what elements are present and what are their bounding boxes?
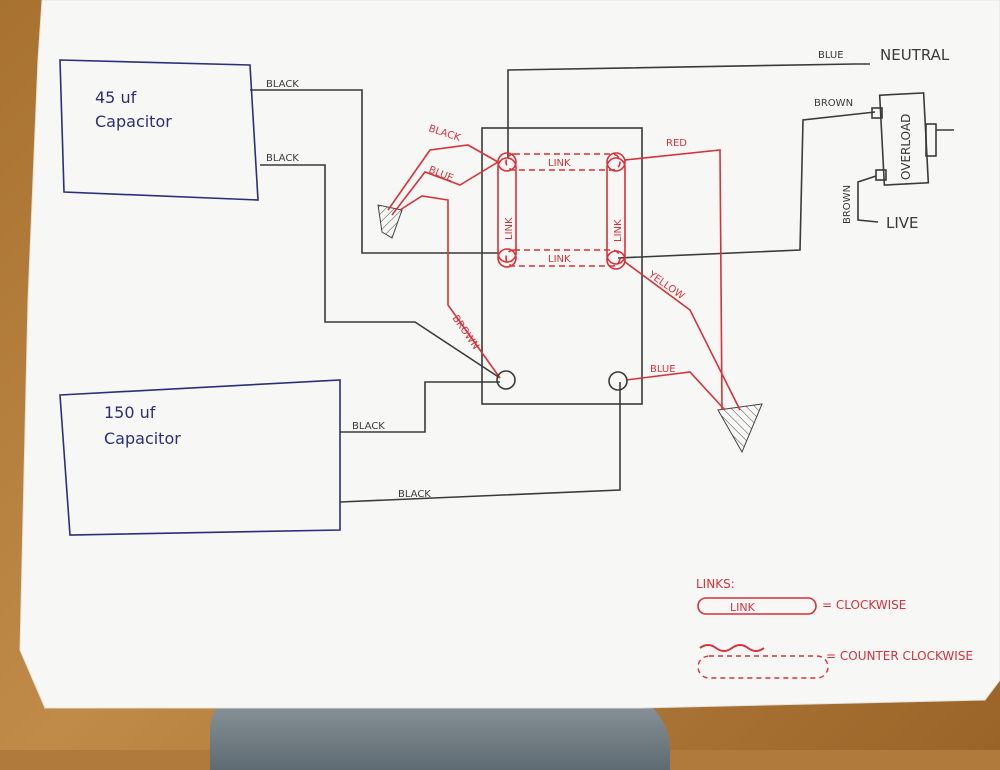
wire-red-brown bbox=[399, 195, 501, 379]
label-black-3: BLACK bbox=[352, 421, 385, 432]
wiring-diagram: 45 uf Capacitor 150 uf Capacitor BLACK B… bbox=[19, 0, 1000, 709]
terminal-bottom-left bbox=[496, 370, 516, 390]
wire-neutral bbox=[507, 63, 870, 158]
label-overload: OVERLOAD bbox=[899, 114, 913, 180]
label-live: LIVE bbox=[886, 214, 919, 232]
capacitor-150uf-label: Capacitor bbox=[104, 429, 181, 448]
link-left-label: LINK bbox=[504, 217, 515, 240]
capacitor-45uf-label: Capacitor bbox=[95, 112, 172, 131]
label-red-blue-2: BLUE bbox=[650, 364, 676, 375]
wire-black-4 bbox=[339, 382, 621, 503]
label-neutral: NEUTRAL bbox=[880, 46, 950, 64]
legend-scribble bbox=[699, 644, 765, 652]
legend-counter-clockwise: = COUNTER CLOCKWISE bbox=[826, 649, 973, 663]
capacitor-150uf-value: 150 uf bbox=[104, 403, 156, 422]
legend-dashed-sample bbox=[697, 655, 829, 679]
terminal-mid-left bbox=[497, 248, 517, 268]
link-bottom bbox=[505, 249, 621, 267]
wire-red-yellow bbox=[624, 261, 741, 411]
wire-brown-top bbox=[617, 111, 876, 259]
pencil-wires bbox=[250, 63, 954, 503]
legend-solid-sample-label: LINK bbox=[730, 601, 756, 614]
legend-title: LINKS: bbox=[696, 577, 735, 591]
wire-black-3 bbox=[340, 381, 500, 433]
label-red-red: RED bbox=[666, 138, 687, 149]
link-top-label: LINK bbox=[548, 158, 571, 169]
label-blue-neutral: BLUE bbox=[818, 50, 844, 61]
label-brown-side: BROWN bbox=[842, 185, 853, 224]
wire-red-black bbox=[387, 144, 499, 211]
red-wires bbox=[387, 144, 741, 411]
terminal-block bbox=[481, 127, 643, 405]
link-bottom-label: LINK bbox=[548, 254, 571, 265]
wire-black-1 bbox=[250, 89, 500, 254]
legend: LINKS: LINK = CLOCKWISE = COUNTER CLOCKW… bbox=[696, 577, 973, 679]
wire-brown-side bbox=[857, 175, 879, 223]
label-brown-top: BROWN bbox=[814, 98, 853, 109]
connector-cap-left bbox=[377, 204, 403, 239]
capacitor-45uf-value: 45 uf bbox=[95, 88, 137, 107]
connector-cap-right bbox=[717, 403, 763, 454]
link-top bbox=[505, 153, 621, 171]
terminal-top-right bbox=[606, 152, 626, 172]
label-black-1: BLACK bbox=[266, 79, 299, 90]
label-black-2: BLACK bbox=[266, 153, 299, 164]
wire-red-blue-2 bbox=[625, 371, 726, 411]
terminal-bottom-right bbox=[608, 371, 628, 391]
legend-solid-sample bbox=[697, 597, 817, 615]
wire-black-2 bbox=[260, 164, 501, 379]
capacitor-150uf bbox=[59, 379, 341, 536]
link-left bbox=[497, 157, 517, 263]
label-black-4: BLACK bbox=[398, 489, 431, 500]
capacitor-45uf bbox=[59, 59, 259, 201]
wire-red-red bbox=[624, 149, 723, 411]
link-right bbox=[606, 157, 626, 265]
link-right-label: LINK bbox=[613, 219, 624, 242]
legend-clockwise: = CLOCKWISE bbox=[822, 598, 906, 612]
wire-red-blue bbox=[391, 161, 499, 216]
